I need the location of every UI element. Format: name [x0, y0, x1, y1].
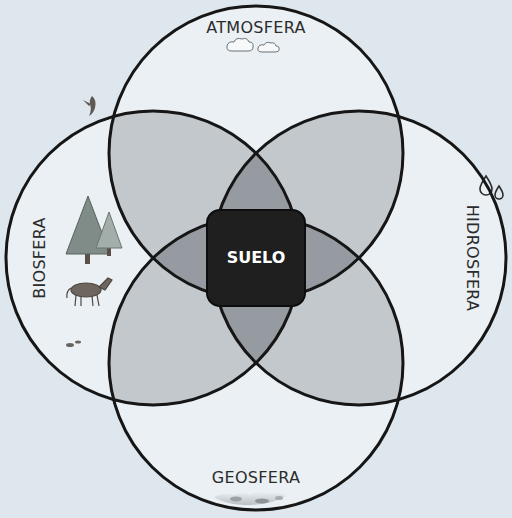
cloud-icons [227, 38, 279, 52]
soil-label: SUELO [227, 250, 286, 266]
sphere-label: HIDROSFERA [464, 205, 480, 312]
sphere-label: ATMOSFERA [206, 20, 305, 36]
overlap-shading [5, 110, 507, 511]
bird-icon [83, 96, 96, 116]
soil-square: SUELO [206, 209, 306, 307]
tree-icons [66, 196, 122, 264]
circle-outline [109, 216, 403, 510]
sphere-label: BIOSFERA [32, 217, 48, 299]
horse-icon [67, 278, 112, 306]
sphere-label: GEOSFERA [212, 470, 300, 486]
rock-ground [214, 492, 286, 505]
circle-fills [5, 5, 507, 511]
insect-icon [66, 341, 81, 348]
